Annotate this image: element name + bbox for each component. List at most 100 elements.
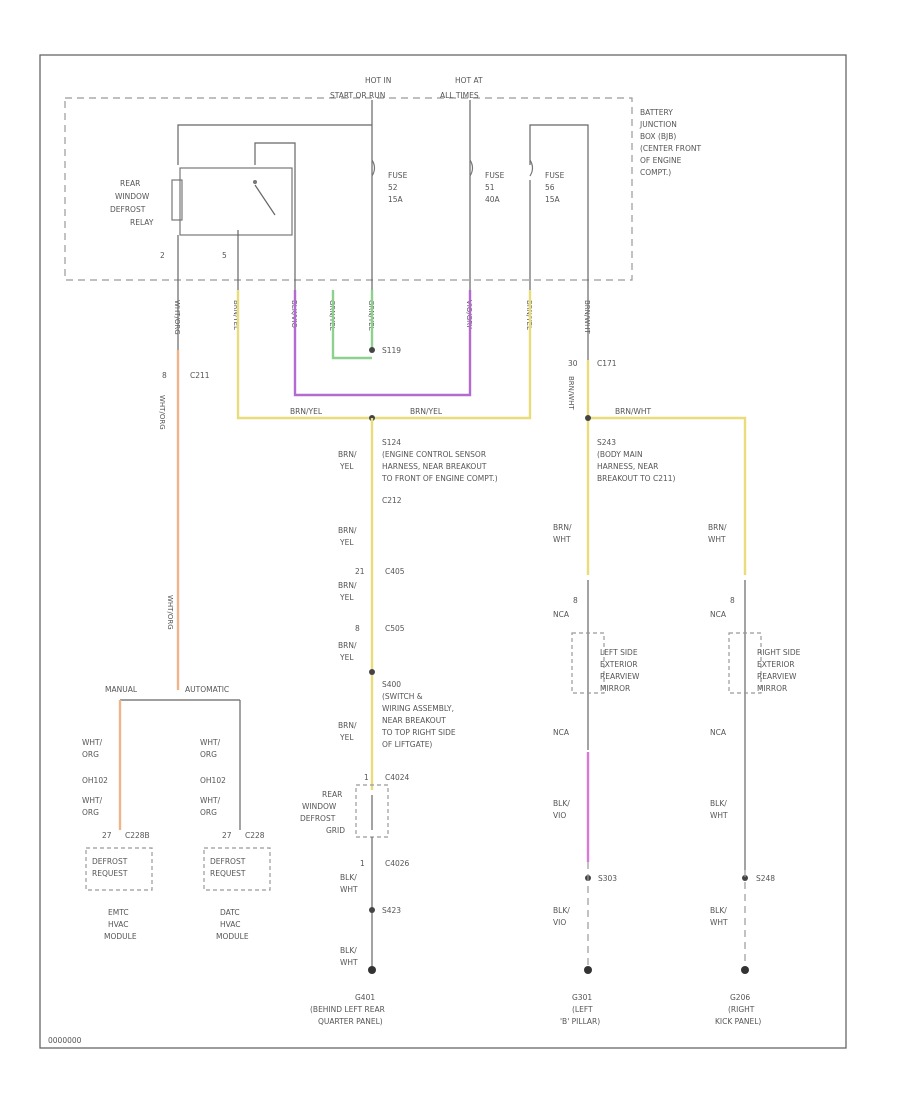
svg-text:FUSE: FUSE xyxy=(545,171,565,180)
svg-text:G301: G301 xyxy=(572,993,592,1002)
hot-all-label: HOT AT xyxy=(455,76,483,85)
svg-text:WHT: WHT xyxy=(553,535,571,544)
svg-text:MODULE: MODULE xyxy=(216,932,249,941)
relay-feed-wire xyxy=(177,124,372,165)
svg-text:BRN/WHT: BRN/WHT xyxy=(583,300,591,334)
c211-pin: 8 xyxy=(162,371,167,380)
blk-vio-a: BLK/ VIO xyxy=(553,799,570,820)
svg-text:BATTERY: BATTERY xyxy=(640,108,673,117)
wht-org-l1: WHT/ ORG xyxy=(82,738,103,759)
svg-text:BLK/: BLK/ xyxy=(710,799,727,808)
brn-yel-left: BRN/YEL xyxy=(290,407,323,416)
brn-yel-g: BRN/ YEL xyxy=(338,721,357,742)
defrost-request-right: DEFROST REQUEST xyxy=(210,857,246,878)
mirror-r-label: RIGHT SIDE EXTERIOR REARVIEW MIRROR xyxy=(757,648,801,693)
svg-text:RIGHT SIDE: RIGHT SIDE xyxy=(757,648,801,657)
svg-text:ORG: ORG xyxy=(200,808,217,817)
svg-text:WIRING ASSEMBLY,: WIRING ASSEMBLY, xyxy=(382,704,454,713)
svg-text:EXTERIOR: EXTERIOR xyxy=(757,660,795,669)
c505-pin: 8 xyxy=(355,624,360,633)
svg-text:56: 56 xyxy=(545,183,555,192)
svg-text:WHT: WHT xyxy=(340,958,358,967)
brn-wht-wire xyxy=(586,360,747,575)
g206-label: G206 (RIGHT KICK PANEL) xyxy=(715,993,761,1026)
brn-wht-l: BRN/ WHT xyxy=(553,523,572,544)
c405-pin: 21 xyxy=(355,567,365,576)
svg-text:VIO: VIO xyxy=(553,918,566,927)
svg-text:51: 51 xyxy=(485,183,495,192)
splice-s423-dot xyxy=(369,907,375,913)
svg-text:MODULE: MODULE xyxy=(104,932,137,941)
svg-text:REAR: REAR xyxy=(322,790,342,799)
svg-text:BLK/: BLK/ xyxy=(710,906,727,915)
brn-yel-c: BRN/ YEL xyxy=(338,450,357,471)
svg-text:BRN/YEL: BRN/YEL xyxy=(232,300,240,330)
ground-g301 xyxy=(584,966,592,974)
svg-text:KICK PANEL): KICK PANEL) xyxy=(715,1017,761,1026)
datc-module-box xyxy=(203,847,271,891)
svg-text:JUNCTION: JUNCTION xyxy=(639,120,677,129)
svg-text:FUSE: FUSE xyxy=(388,171,408,180)
splice-s119: S119 xyxy=(382,346,401,355)
c171-label: C171 xyxy=(597,359,617,368)
defrost-request-left: DEFROST REQUEST xyxy=(92,857,128,878)
svg-text:REARVIEW: REARVIEW xyxy=(757,672,797,681)
mirror-l-box xyxy=(571,632,605,694)
svg-text:DEFROST: DEFROST xyxy=(92,857,128,866)
c405-label: C405 xyxy=(385,567,405,576)
blk-wht-c: BLK/ WHT xyxy=(340,873,358,894)
svg-text:WHT/: WHT/ xyxy=(82,738,103,747)
svg-text:(BEHIND LEFT REAR: (BEHIND LEFT REAR xyxy=(310,1005,385,1014)
svg-text:(BODY MAIN: (BODY MAIN xyxy=(597,450,643,459)
svg-text:BRN/: BRN/ xyxy=(338,641,357,650)
relay-switch-wire xyxy=(254,142,296,290)
wht-org-l2: WHT/ ORG xyxy=(82,796,103,817)
mirror-r-pin: 8 xyxy=(730,596,735,605)
c4026-pin: 1 xyxy=(360,859,365,868)
brn-yel-f: BRN/ YEL xyxy=(338,641,357,662)
relay-label: REAR WINDOW DEFROST RELAY xyxy=(110,179,154,227)
svg-text:EMTC: EMTC xyxy=(108,908,129,917)
diagram-code: 0000000 xyxy=(48,1036,82,1045)
relay-contact xyxy=(253,180,257,184)
svg-text:BLK/: BLK/ xyxy=(553,799,570,808)
svg-text:VIO: VIO xyxy=(553,811,566,820)
s243-label: S243 (BODY MAIN HARNESS, NEAR BREAKOUT T… xyxy=(597,438,676,483)
defrost-grid-label: REAR WINDOW DEFROST GRID xyxy=(300,790,345,835)
splice-s243-dot xyxy=(585,415,591,421)
svg-text:REQUEST: REQUEST xyxy=(92,869,128,878)
svg-text:OF ENGINE: OF ENGINE xyxy=(640,156,682,165)
blk-wht-a: BLK/ WHT xyxy=(710,799,728,820)
brn-yel-right: BRN/YEL xyxy=(410,407,443,416)
oh102-right: OH102 xyxy=(200,776,226,785)
svg-text:(ENGINE CONTROL SENSOR: (ENGINE CONTROL SENSOR xyxy=(382,450,486,459)
green-wire xyxy=(331,290,374,360)
nca-r1: NCA xyxy=(710,610,727,619)
svg-text:WHT/ORG: WHT/ORG xyxy=(173,300,181,335)
s400-label: S400 (SWITCH & WIRING ASSEMBLY, NEAR BRE… xyxy=(381,680,456,749)
svg-text:TO FRONT OF ENGINE COMPT.): TO FRONT OF ENGINE COMPT.) xyxy=(381,474,498,483)
svg-text:MIRROR: MIRROR xyxy=(600,684,630,693)
svg-text:WHT: WHT xyxy=(710,918,728,927)
blk-vio-b: BLK/ VIO xyxy=(553,906,570,927)
svg-text:(SWITCH &: (SWITCH & xyxy=(382,692,423,701)
svg-text:G206: G206 xyxy=(730,993,750,1002)
svg-text:OF LIFTGATE): OF LIFTGATE) xyxy=(382,740,432,749)
svg-text:QUARTER PANEL): QUARTER PANEL) xyxy=(318,1017,383,1026)
svg-text:WHT/: WHT/ xyxy=(82,796,103,805)
svg-text:BREAKOUT TO C211): BREAKOUT TO C211) xyxy=(597,474,676,483)
svg-text:GRID: GRID xyxy=(326,826,345,835)
svg-text:BLK/: BLK/ xyxy=(340,946,357,955)
brn-wht-vert: BRN/WHT xyxy=(567,376,575,410)
svg-text:WINDOW: WINDOW xyxy=(302,802,337,811)
svg-text:(CENTER FRONT: (CENTER FRONT xyxy=(640,144,701,153)
splice-s248-dot xyxy=(742,875,748,881)
relay-box xyxy=(179,167,293,236)
brn-yel-e: BRN/ YEL xyxy=(338,581,357,602)
fuse-51: FUSE 51 40A xyxy=(469,159,505,204)
svg-text:BLK/: BLK/ xyxy=(340,873,357,882)
svg-text:REQUEST: REQUEST xyxy=(210,869,246,878)
blk-wht-b: BLK/ WHT xyxy=(710,906,728,927)
nca-l1: NCA xyxy=(553,610,570,619)
wht-org-vert: WHT/ORG xyxy=(166,595,174,630)
